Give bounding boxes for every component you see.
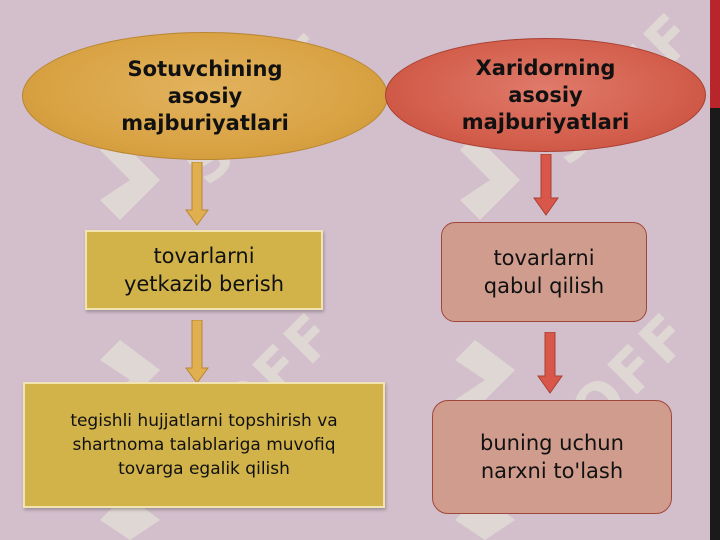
seller-arrow-down-icon [185,320,209,384]
seller-step-documents: tegishli hujjatlarni topshirish va shart… [23,382,385,508]
seller-step-delivery-text: tovarlarni yetkazib berish [123,244,285,296]
seller-step-documents-text: tegishli hujjatlarni topshirish va shart… [70,411,338,479]
buyer-step-payment: buning uchun narxni to'lash [432,400,672,514]
buyer-step-payment-text: buning uchun narxni to'lash [480,431,624,483]
seller-step-delivery: tovarlarni yetkazib berish [85,230,323,310]
seller-arrow-down-icon [185,162,209,226]
buyer-obligations-ellipse: Xaridorning asosiy majburiyatlari [385,38,706,152]
seller-obligations-ellipse: Sotuvchining asosiy majburiyatlari [22,32,388,160]
buyer-arrow-down-icon [537,332,563,394]
right-edge-bar [710,0,720,540]
buyer-obligations-title: Xaridorning asosiy majburiyatlari [461,55,630,134]
buyer-arrow-down-icon [533,154,559,216]
buyer-step-acceptance: tovarlarni qabul qilish [441,222,647,322]
buyer-step-acceptance-text: tovarlarni qabul qilish [483,246,605,298]
seller-obligations-title: Sotuvchining asosiy majburiyatlari [121,56,289,135]
right-edge-accent [710,0,720,108]
